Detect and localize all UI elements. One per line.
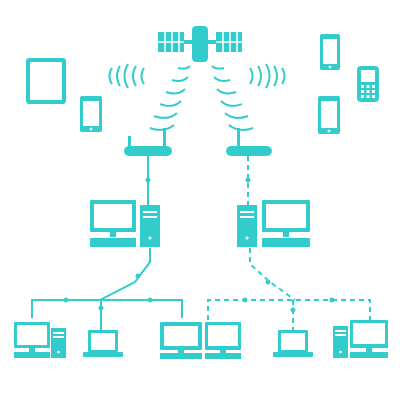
smartphone-icon <box>320 34 340 70</box>
desktop-computer-icon <box>237 200 310 247</box>
laptop-icon <box>83 330 123 357</box>
link-node <box>329 297 335 303</box>
router-icon <box>226 128 272 156</box>
link-node <box>98 305 104 311</box>
router-icon <box>124 128 172 156</box>
wireless-waves-down-right <box>211 65 254 131</box>
link-node <box>135 273 141 279</box>
right-network-links <box>207 156 371 330</box>
monitor-icon <box>160 322 202 359</box>
desktop-computer-icon <box>14 322 66 358</box>
link-node <box>290 307 296 313</box>
keypad-phone-icon <box>357 66 379 102</box>
smartphone-icon <box>318 96 340 134</box>
monitor-icon <box>205 322 241 359</box>
left-network-links <box>31 156 183 330</box>
link-node <box>265 279 271 285</box>
desktop-computer-icon <box>333 320 388 358</box>
laptop-icon <box>273 330 313 357</box>
link-node <box>242 297 248 303</box>
link-node <box>63 297 69 303</box>
satellite-icon <box>158 26 242 62</box>
link-node <box>147 297 153 303</box>
wireless-waves-left <box>108 63 145 89</box>
tablet-icon <box>26 58 66 104</box>
wireless-waves-right <box>249 63 286 89</box>
desktop-computer-icon <box>90 200 160 247</box>
wireless-waves-down-left <box>149 65 191 131</box>
link-node <box>145 177 151 183</box>
smartphone-icon <box>80 96 102 132</box>
link-node <box>245 177 251 183</box>
